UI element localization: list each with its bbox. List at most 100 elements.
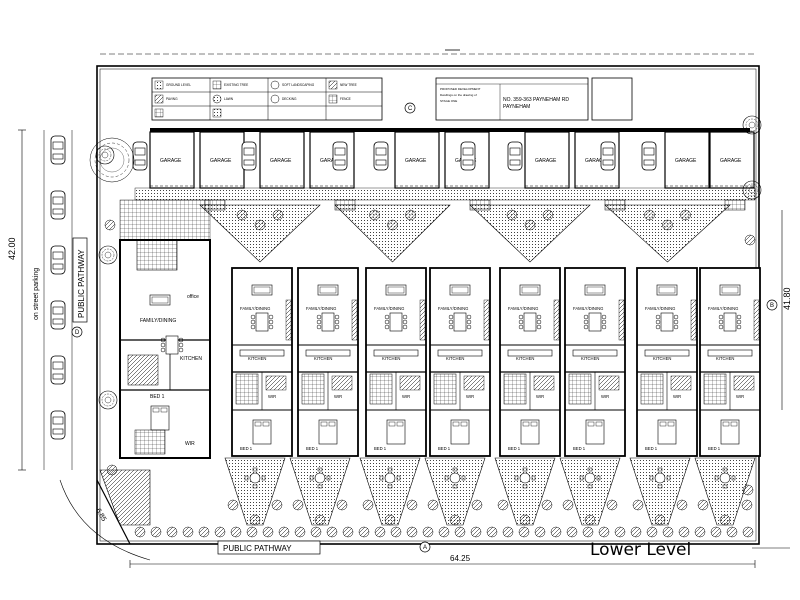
garage xyxy=(664,131,710,189)
room-label-kitchen: KITCHEN xyxy=(248,356,266,361)
legend-label: EXISTING TREE xyxy=(224,83,248,87)
boundary-planting xyxy=(710,526,722,538)
parked-car xyxy=(50,355,66,385)
legend-label: DECKING xyxy=(282,97,297,101)
sofa xyxy=(519,284,541,296)
shrub xyxy=(524,219,536,231)
boundary-planting xyxy=(454,526,466,538)
boundary-planting xyxy=(678,526,690,538)
public-pathway-left-label: PUBLIC PATHWAY xyxy=(77,249,86,318)
shrub xyxy=(562,499,574,511)
bed xyxy=(318,419,338,445)
entry-paving xyxy=(724,199,746,211)
public-pathway-left: PUBLIC PATHWAY xyxy=(72,237,88,323)
driveway xyxy=(134,187,756,201)
shrub xyxy=(680,209,691,221)
boundary-planting xyxy=(486,526,498,538)
public-pathway-bottom: PUBLIC PATHWAY xyxy=(217,540,321,555)
dwelling-unit: FAMILY/DINING KITCHEN WIR BED 1 xyxy=(699,267,761,457)
room-label-wir: WIR xyxy=(268,394,276,399)
garage-label: GARAGE xyxy=(720,158,742,164)
room-label-wir: WIR xyxy=(402,394,410,399)
boundary-planting xyxy=(182,526,194,538)
level-title: Lower Level xyxy=(590,540,691,560)
shrub xyxy=(519,514,531,526)
shrub xyxy=(449,514,461,526)
room-label-wir: WIR xyxy=(334,394,342,399)
shrub xyxy=(741,499,753,511)
shrub xyxy=(271,499,283,511)
garden-bed xyxy=(469,204,591,263)
grid-mark: D xyxy=(75,330,80,336)
boundary-planting xyxy=(358,526,370,538)
garage-label: GARAGE xyxy=(210,158,232,164)
boundary-planting xyxy=(262,526,274,538)
rear-courtyard xyxy=(559,457,621,526)
boundary-planting xyxy=(582,526,594,538)
boundary-planting xyxy=(310,526,322,538)
shrub xyxy=(292,499,304,511)
room-label-living: FAMILY/DINING xyxy=(374,306,404,311)
parked-car xyxy=(600,141,616,171)
boundary-planting xyxy=(214,526,226,538)
existing-trees xyxy=(89,115,762,496)
parked-car xyxy=(50,410,66,440)
garage-label: GARAGE xyxy=(585,158,607,164)
street-parking xyxy=(43,130,73,470)
boundary-planting xyxy=(694,526,706,538)
garage-label: GARAGE xyxy=(675,158,697,164)
room-label-kitchen: KITCHEN xyxy=(716,356,734,361)
room-label-kitchen: KITCHEN xyxy=(516,356,534,361)
boundary-planting xyxy=(374,526,386,538)
sofa xyxy=(584,284,606,296)
shrub xyxy=(497,499,509,511)
shrub xyxy=(662,219,673,231)
sofa xyxy=(656,284,678,296)
shrub xyxy=(632,499,644,511)
boundary-planting xyxy=(294,526,306,538)
room-label-bed: BED 1 xyxy=(438,446,451,451)
sofa xyxy=(317,284,339,296)
room-label-bed: BED 1 xyxy=(708,446,721,451)
boundary-planting xyxy=(278,526,290,538)
shrub xyxy=(471,499,483,511)
room-label-living: FAMILY/DINING xyxy=(708,306,738,311)
shrub xyxy=(676,499,688,511)
room-label-bed: BED 1 xyxy=(374,446,387,451)
bed xyxy=(450,419,470,445)
room-label-bed: BED 1 xyxy=(573,446,586,451)
shrub xyxy=(405,209,416,221)
parked-car xyxy=(50,245,66,275)
room-label-wir: WIR xyxy=(736,394,744,399)
parked-car xyxy=(373,141,389,171)
shrub xyxy=(606,499,618,511)
room-label-kitchen: KITCHEN xyxy=(180,356,202,362)
legend-label: NEW TREE xyxy=(340,83,357,87)
room-label-wir: WIR xyxy=(185,441,195,447)
dimension-right-label: 41.80 xyxy=(782,287,792,310)
project-address: NO. 359-363 PAYNEHAM RD xyxy=(503,97,569,103)
rear-courtyard xyxy=(289,457,351,526)
shrub xyxy=(254,219,266,231)
room-label-wir: WIR xyxy=(466,394,474,399)
rear-courtyard xyxy=(494,457,556,526)
room-label-kitchen: KITCHEN xyxy=(653,356,671,361)
room-label-bed: BED 1 xyxy=(150,394,165,400)
boundary-planting xyxy=(518,526,530,538)
room-label-wir: WIR xyxy=(601,394,609,399)
room-label-living: FAMILY/DINING xyxy=(573,306,603,311)
shrub xyxy=(387,219,398,231)
shrub xyxy=(362,499,374,511)
boundary-planting xyxy=(550,526,562,538)
boundary-planting xyxy=(438,526,450,538)
room-label-living: FAMILY/DINING xyxy=(438,306,468,311)
dimension-right: 41.80 xyxy=(752,210,792,549)
parked-car xyxy=(641,141,657,171)
legend-label: FENCE xyxy=(340,97,351,101)
